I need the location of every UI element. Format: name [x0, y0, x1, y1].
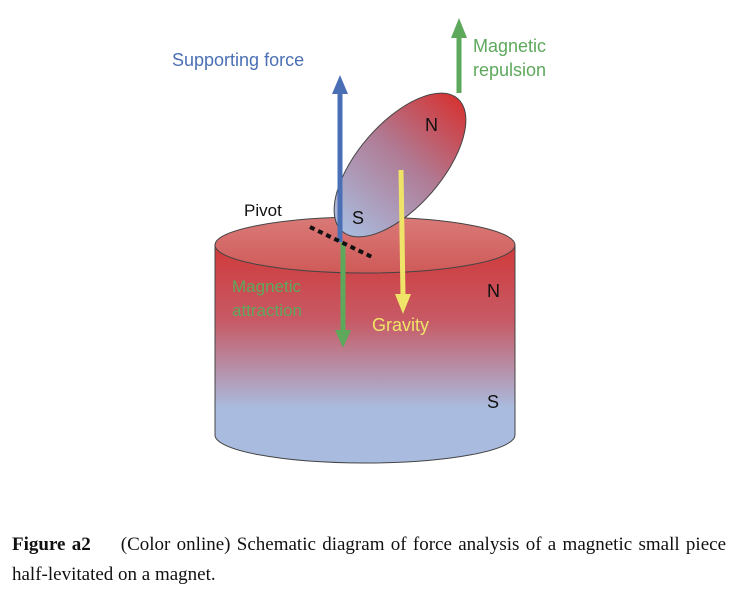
pivot-line	[309, 225, 373, 259]
gravity-arrow	[395, 169, 411, 314]
magnetic-attraction-arrow	[335, 242, 351, 348]
figure-label: Figure a2	[12, 534, 91, 555]
magnet-south-label: S	[487, 392, 499, 412]
piece-north-label: N	[425, 115, 438, 135]
magnetic-repulsion-label-line2: repulsion	[473, 60, 546, 80]
force-diagram: Supporting force Magnetic repulsion N S …	[172, 18, 546, 464]
magnetic-attraction-label-line1: Magnetic	[232, 277, 301, 296]
caption-text: (Color online) Schematic diagram of forc…	[12, 534, 726, 585]
base-magnet	[214, 216, 516, 464]
pivot-label: Pivot	[244, 201, 282, 220]
gravity-label: Gravity	[372, 315, 429, 335]
magnet-body	[214, 244, 516, 464]
supporting-force-label: Supporting force	[172, 50, 304, 70]
magnet-north-label: N	[487, 281, 500, 301]
magnetic-repulsion-label-line1: Magnetic	[473, 36, 546, 56]
figure-caption: Figure a2(Color online) Schematic diagra…	[12, 530, 726, 590]
piece-south-label: S	[352, 208, 364, 228]
supporting-force-arrow	[332, 75, 348, 242]
magnetic-repulsion-arrow	[451, 18, 467, 93]
magnetic-attraction-label-line2: attraction	[232, 301, 302, 320]
